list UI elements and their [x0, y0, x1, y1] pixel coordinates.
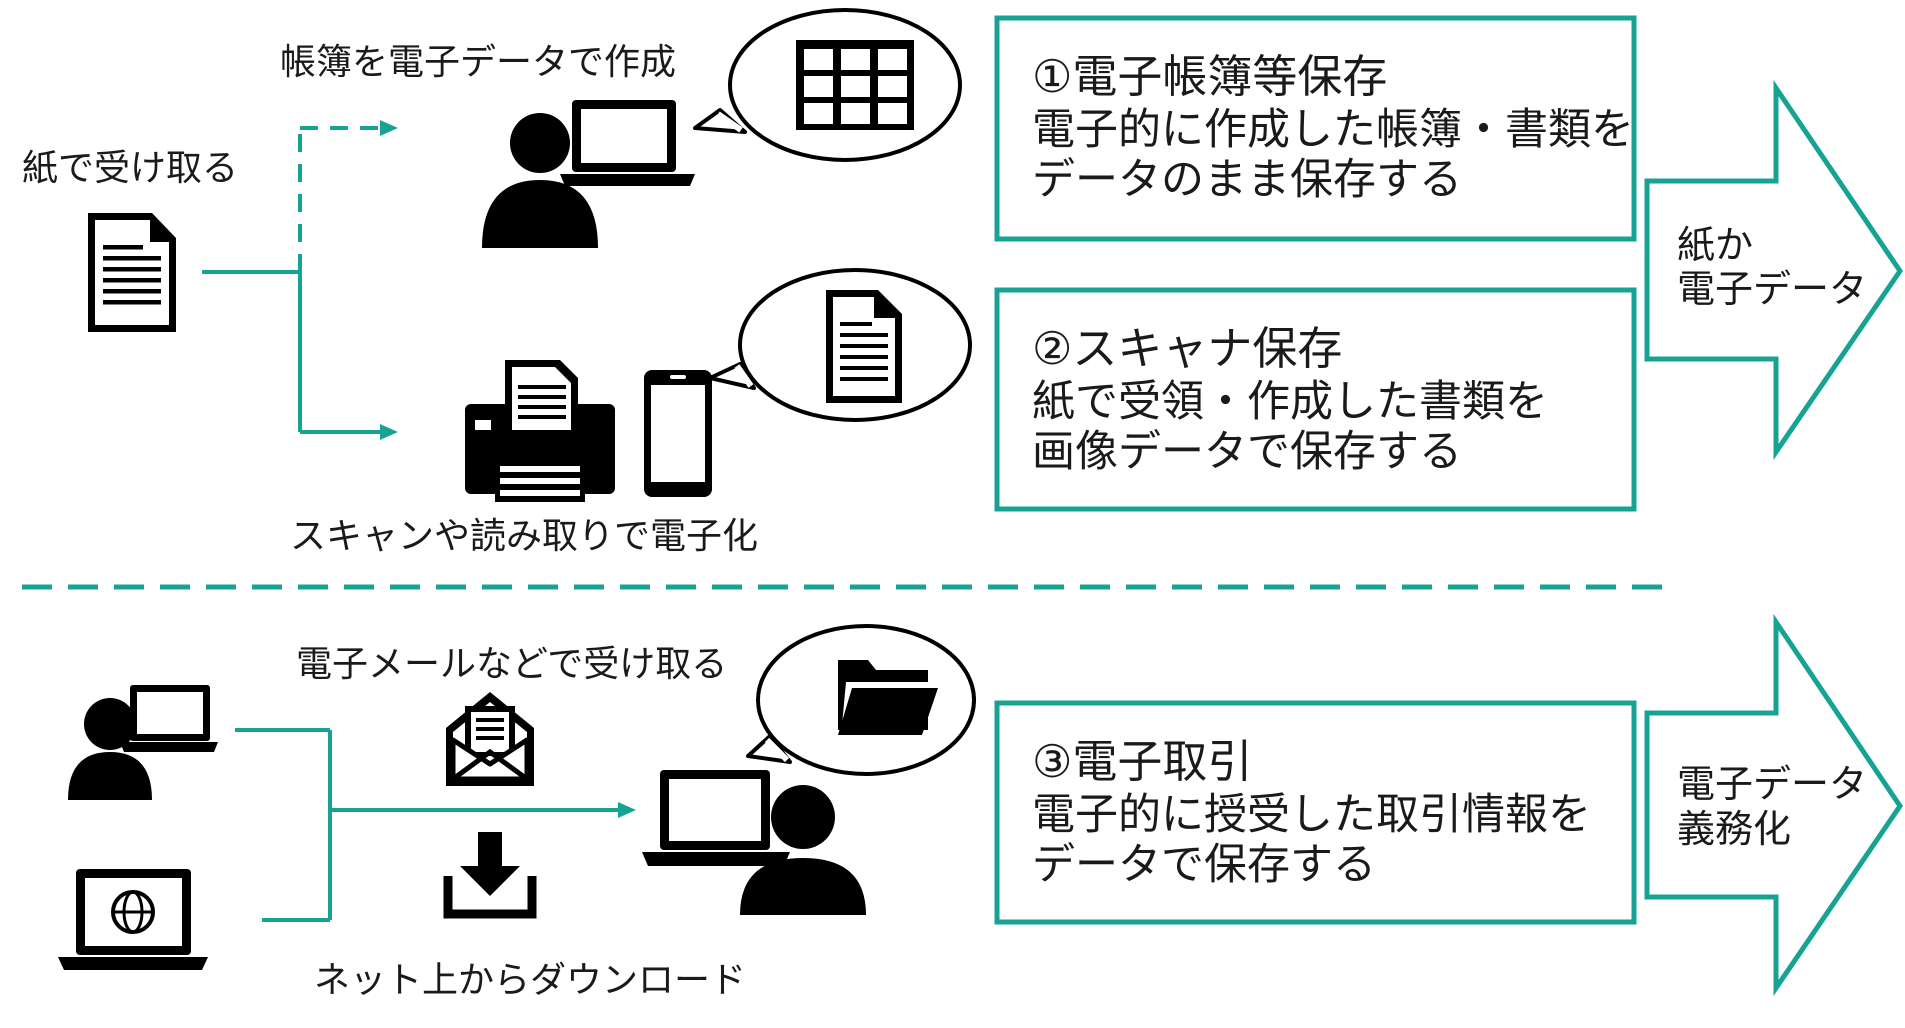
- box1-line2: データのまま保存する: [1032, 155, 1462, 205]
- label-create-digital: 帳簿を電子データで作成: [280, 42, 676, 83]
- label-receive-paper: 紙で受け取る: [22, 148, 238, 189]
- label-receive-email: 電子メールなどで受け取る: [296, 644, 727, 685]
- arrow-top-line2: 電子データ: [1677, 267, 1867, 311]
- receiver-laptop-user-icon: [642, 770, 866, 915]
- arrow-top-line1: 紙か: [1677, 223, 1753, 267]
- user-laptop-icon: [482, 100, 695, 248]
- label-download: ネット上からダウンロード: [314, 960, 746, 1001]
- document-bubble: [708, 268, 972, 422]
- box2-line1: 紙で受領・作成した書類を: [1032, 377, 1548, 427]
- printer-icon: [465, 360, 615, 502]
- connector-lines-top: [202, 120, 398, 440]
- arrow-bottom-line1: 電子データ: [1677, 762, 1867, 806]
- box-electronic-transaction: ③電子取引 電子的に授受した取引情報を データで保存する: [994, 700, 1637, 925]
- box-scanner-storage: ②スキャナ保存 紙で受領・作成した書類を 画像データで保存する: [994, 287, 1637, 512]
- box3-title: ③電子取引: [1032, 735, 1252, 788]
- arrow-digital-mandatory: 電子データ 義務化: [1644, 613, 1904, 997]
- box-electronic-books: ①電子帳簿等保存 電子的に作成した帳簿・書類を データのまま保存する: [994, 15, 1637, 242]
- smartphone-icon: [644, 370, 712, 497]
- download-icon: [443, 832, 537, 919]
- box1-line1: 電子的に作成した帳簿・書類を: [1032, 105, 1634, 155]
- folder-bubble: [746, 624, 976, 776]
- box2-title: ②スキャナ保存: [1032, 322, 1342, 375]
- mail-icon: [446, 692, 534, 786]
- arrow-paper-or-digital: 紙か 電子データ: [1644, 79, 1904, 461]
- box1-title: ①電子帳簿等保存: [1032, 50, 1387, 103]
- arrow-bottom-line2: 義務化: [1677, 807, 1791, 851]
- label-scan-digitize: スキャンや読み取りで電子化: [290, 516, 758, 557]
- spreadsheet-icon: [796, 40, 914, 130]
- box2-line2: 画像データで保存する: [1032, 427, 1462, 477]
- globe-laptop-icon: [58, 869, 208, 970]
- document-icon: [88, 213, 176, 332]
- box3-line1: 電子的に授受した取引情報を: [1032, 790, 1591, 840]
- spreadsheet-bubble: [693, 8, 962, 162]
- folder-icon: [838, 660, 938, 735]
- document-bubble-icon: [826, 290, 902, 403]
- sender-user-laptop-icon: [68, 685, 218, 800]
- connector-lines-bottom: [235, 728, 636, 922]
- box3-line2: データで保存する: [1032, 840, 1376, 890]
